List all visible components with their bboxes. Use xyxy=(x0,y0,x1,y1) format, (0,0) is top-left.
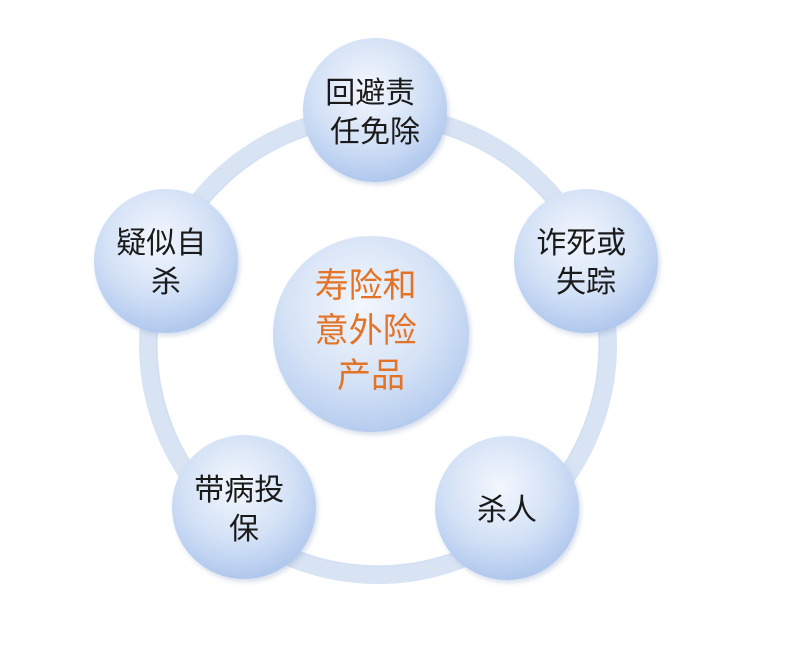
node-avoid-liability-exclusion: 回避责 任免除 xyxy=(303,38,447,182)
node-label-line-2: 失踪 xyxy=(556,265,616,300)
node-label-line-2: 杀 xyxy=(151,265,181,300)
svg-text:回避责 任免除: 回避责 任免除 xyxy=(325,76,425,150)
node-label-line-1: 回避责 xyxy=(325,76,415,111)
center-node: 寿险和 意外险 产品 xyxy=(273,236,469,432)
svg-text:寿险和 意外险 产品: 寿险和 意外险 产品 xyxy=(315,266,428,396)
center-label-line-2: 意外险 xyxy=(315,311,417,351)
node-label-line-1: 杀人 xyxy=(477,493,537,528)
center-label-line-1: 寿险和 xyxy=(315,266,417,306)
svg-text:疑似自 杀: 疑似自 杀 xyxy=(116,226,216,300)
svg-text:杀人: 杀人 xyxy=(477,493,537,528)
node-suspected-suicide: 疑似自 杀 xyxy=(94,189,238,333)
node-label-line-2: 任免除 xyxy=(330,115,420,150)
svg-text:带病投 保: 带病投 保 xyxy=(194,473,294,547)
node-label-line-2: 保 xyxy=(229,512,259,547)
center-label-line-3: 产品 xyxy=(337,356,405,396)
node-murder: 杀人 xyxy=(435,436,579,580)
node-label-line-1: 带病投 xyxy=(194,473,284,508)
node-label-line-1: 诈死或 xyxy=(536,226,626,261)
node-fake-death-or-missing: 诈死或 失踪 xyxy=(514,189,658,333)
node-insure-with-illness: 带病投 保 xyxy=(172,435,316,579)
node-label-line-1: 疑似自 xyxy=(116,226,206,261)
svg-text:诈死或 失踪: 诈死或 失踪 xyxy=(536,226,636,300)
